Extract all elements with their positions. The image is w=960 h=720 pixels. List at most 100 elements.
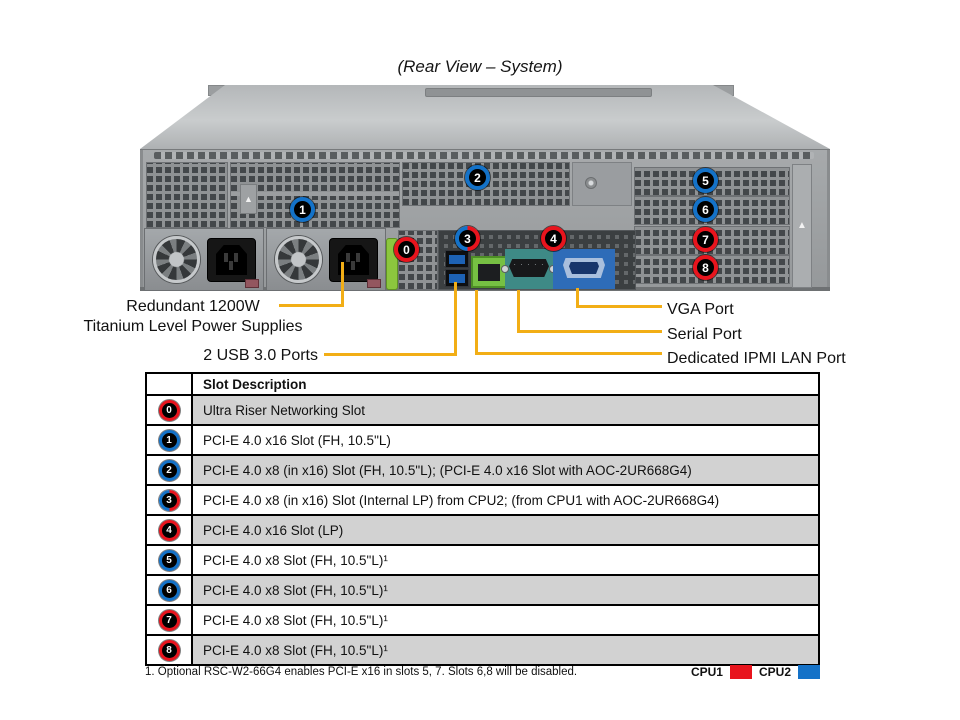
table-row: 1 PCI-E 4.0 x16 Slot (FH, 10.5"L) — [147, 426, 818, 456]
slot-6-badge: 6 — [158, 579, 180, 601]
callout-number: 8 — [702, 260, 709, 275]
table-header-slot-description: Slot Description — [203, 376, 307, 392]
slot-description: PCI-E 4.0 x8 Slot (FH, 10.5"L)¹ — [193, 576, 818, 604]
psu-fan-icon — [275, 236, 322, 283]
psu-latch — [245, 279, 259, 288]
footnote: 1. Optional RSC-W2-66G4 enables PCI-E x1… — [145, 666, 578, 678]
callout-number: 1 — [299, 202, 306, 217]
slot-0-badge: 0 — [158, 399, 180, 421]
slot-description: PCI-E 4.0 x16 Slot (FH, 10.5"L) — [193, 426, 818, 454]
callout-line-serial-vertical — [517, 290, 520, 333]
usb3-port-icon — [445, 250, 469, 268]
slot-5-badge: 5 — [158, 549, 180, 571]
slot-description: PCI-E 4.0 x16 Slot (LP) — [193, 516, 818, 544]
usb-label: 2 USB 3.0 Ports — [203, 347, 318, 364]
callout-line-psu-vertical — [341, 262, 344, 307]
slot-4-badge: 4 — [158, 519, 180, 541]
table-row: 4 PCI-E 4.0 x16 Slot (LP) — [147, 516, 818, 546]
slot-description: Ultra Riser Networking Slot — [193, 396, 818, 424]
top-vent-row — [154, 152, 814, 159]
diagram-title: (Rear View – System) — [397, 57, 563, 76]
table-row: 8 PCI-E 4.0 x8 Slot (FH, 10.5"L)¹ — [147, 636, 818, 664]
table-header-row: Slot Description — [147, 374, 818, 396]
psu-label-line1: Redundant 1200W — [126, 298, 260, 315]
slot-description: PCI-E 4.0 x8 (in x16) Slot (FH, 10.5"L);… — [193, 456, 818, 484]
callout-number: 0 — [403, 242, 410, 257]
callout-6: 6 — [693, 197, 718, 222]
power-inlet-icon — [329, 238, 378, 282]
cpu2-color-swatch — [798, 665, 820, 679]
slot-number: 4 — [166, 524, 172, 536]
slot-number: 0 — [166, 404, 172, 416]
screw-icon — [585, 177, 597, 189]
callout-5: 5 — [693, 168, 718, 193]
expansion-slot-1-grille — [230, 162, 400, 228]
center-bracket — [572, 162, 632, 206]
callout-line-vga-horizontal — [576, 305, 662, 308]
ipmi-label: Dedicated IPMI LAN Port — [667, 350, 846, 367]
slot-number: 2 — [166, 464, 172, 476]
ipmi-lan-port-icon — [471, 256, 507, 288]
psu-label: Redundant 1200W Titanium Level Power Sup… — [63, 297, 323, 337]
slot-description: PCI-E 4.0 x8 (in x16) Slot (Internal LP)… — [193, 486, 818, 514]
slot-description: PCI-E 4.0 x8 Slot (FH, 10.5"L)¹ — [193, 636, 818, 664]
slot-8-badge: 8 — [158, 639, 180, 661]
table-header-number-cell — [147, 374, 193, 394]
psu-label-line2: Titanium Level Power Supplies — [83, 318, 303, 335]
callout-line-vga-vertical — [576, 288, 579, 308]
callout-number: 3 — [464, 231, 471, 246]
callout-number: 7 — [702, 232, 709, 247]
table-row: 3 PCI-E 4.0 x8 (in x16) Slot (Internal L… — [147, 486, 818, 516]
up-arrow-icon: ▲ — [797, 220, 807, 231]
slot-7-badge: 7 — [158, 609, 180, 631]
serial-port-icon — [509, 259, 549, 277]
callout-line-ipmi-vertical — [475, 290, 478, 355]
slot-3-badge: 3 — [159, 490, 180, 511]
cpu-legend: CPU1 CPU2 — [691, 665, 820, 679]
slot-table: Slot Description 0 Ultra Riser Networkin… — [145, 372, 820, 666]
slot-number: 7 — [166, 614, 172, 626]
slot-number: 6 — [166, 584, 172, 596]
serial-label: Serial Port — [667, 326, 742, 343]
callout-line-serial-horizontal — [517, 330, 662, 333]
left-vent-grille — [146, 162, 228, 228]
slot-description: PCI-E 4.0 x8 Slot (FH, 10.5"L)¹ — [193, 546, 818, 574]
vga-port-area — [553, 249, 615, 289]
slot-number: 5 — [166, 554, 172, 566]
usb3-port-icon — [445, 269, 469, 287]
up-arrow-icon: ▲ — [244, 194, 253, 204]
table-footer: 1. Optional RSC-W2-66G4 enables PCI-E x1… — [145, 665, 820, 679]
vga-port-icon — [563, 258, 605, 278]
table-row: 6 PCI-E 4.0 x8 Slot (FH, 10.5"L)¹ — [147, 576, 818, 606]
callout-number: 5 — [702, 173, 709, 188]
callout-line-usb-horizontal — [324, 353, 457, 356]
power-supply-1 — [144, 228, 264, 291]
callout-0: 0 — [394, 237, 419, 262]
callout-8: 8 — [693, 255, 718, 280]
callout-line-psu-horizontal — [279, 304, 344, 307]
callout-4: 4 — [541, 226, 566, 251]
power-inlet-icon — [207, 238, 256, 282]
psu-fan-icon — [153, 236, 200, 283]
slot-bracket: ▲ — [240, 184, 257, 214]
psu-latch — [367, 279, 381, 288]
slot-number: 3 — [166, 494, 172, 506]
cpu2-legend-label: CPU2 — [758, 665, 791, 679]
callout-1: 1 — [290, 197, 315, 222]
serial-port-area — [501, 249, 557, 289]
table-row: 2 PCI-E 4.0 x8 (in x16) Slot (FH, 10.5"L… — [147, 456, 818, 486]
table-row: 7 PCI-E 4.0 x8 Slot (FH, 10.5"L)¹ — [147, 606, 818, 636]
callout-number: 6 — [702, 202, 709, 217]
callout-2: 2 — [465, 165, 490, 190]
slot-number: 1 — [166, 434, 172, 446]
right-bracket: ▲ — [792, 164, 812, 288]
table-row: 0 Ultra Riser Networking Slot — [147, 396, 818, 426]
slot-2-badge: 2 — [158, 459, 180, 481]
callout-3: 3 — [455, 226, 480, 251]
slot-1-badge: 1 — [158, 429, 180, 451]
cpu1-legend-label: CPU1 — [690, 665, 723, 679]
cpu1-color-swatch — [729, 665, 752, 679]
slot-description: PCI-E 4.0 x8 Slot (FH, 10.5"L)¹ — [193, 606, 818, 634]
callout-number: 2 — [474, 170, 481, 185]
